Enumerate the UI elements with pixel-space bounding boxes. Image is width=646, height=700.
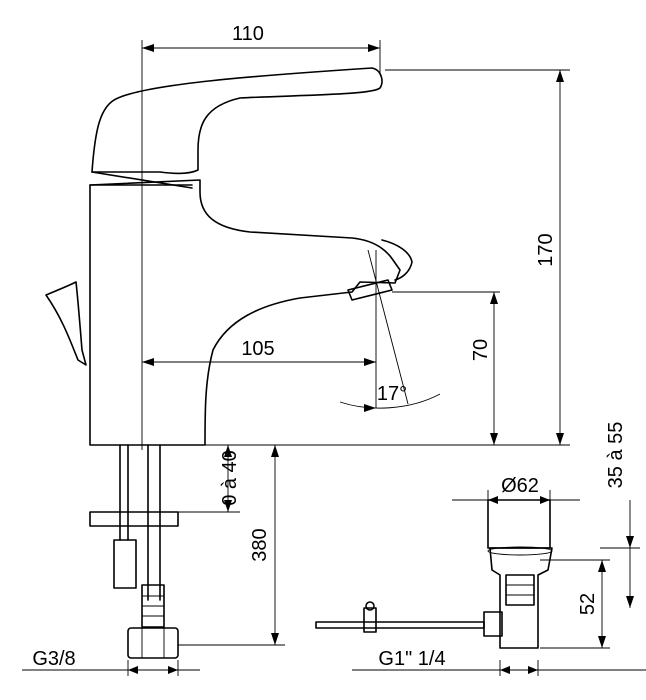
dim-waste-height: 52: [577, 593, 599, 615]
dim-waste-diameter: Ø62: [501, 475, 539, 497]
mounting-assembly: [89, 444, 179, 659]
dimension-lines: [22, 40, 646, 676]
popup-lever: [45, 281, 87, 366]
dim-total-height: 170: [535, 233, 557, 266]
dim-rotation-angle: 17°: [377, 383, 407, 405]
dim-inner-reach: 105: [241, 338, 274, 360]
dim-waste-thread: G1" 1/4: [378, 648, 445, 670]
waste-assembly: [315, 499, 553, 649]
faucet-body: [89, 67, 413, 446]
dim-spout-height: 70: [470, 339, 492, 361]
dim-waste-range: 35 à 55: [605, 422, 627, 489]
dim-spout-reach: 110: [232, 23, 264, 45]
dim-deck-thickness: 0 à 40: [219, 450, 241, 506]
dim-hose-length: 380: [249, 528, 271, 561]
dim-hose-thread: G3/8: [32, 648, 75, 670]
